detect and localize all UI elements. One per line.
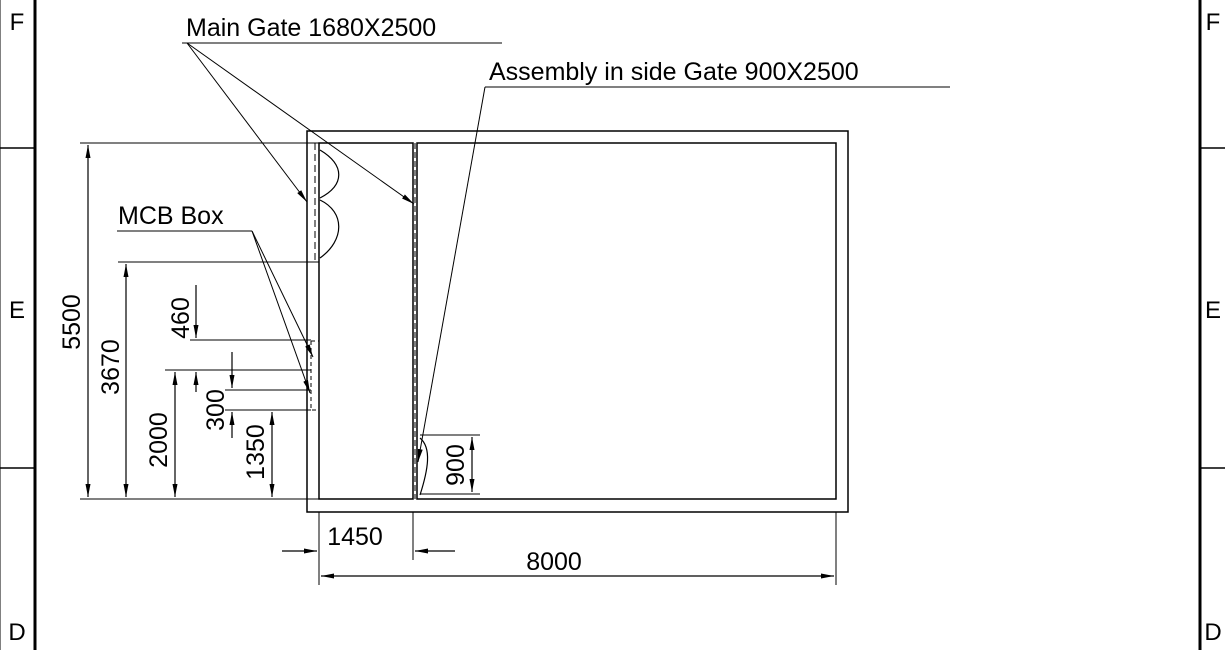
zone-label-left-d: D	[8, 619, 25, 646]
dim-1350: 1350	[242, 424, 270, 480]
zone-label-right-d: D	[1204, 619, 1221, 646]
leader-mcb-box	[117, 230, 314, 394]
main-gate-symbol	[314, 143, 340, 262]
zone-label-right-f: F	[1206, 9, 1221, 36]
dim-460: 460	[167, 297, 195, 339]
leader-inside-gate	[417, 86, 950, 463]
note-mcb-box: MCB Box	[118, 202, 224, 230]
dim-300: 300	[202, 389, 230, 431]
mcb-box-symbol	[310, 340, 319, 411]
dim-2000: 2000	[145, 412, 173, 468]
zone-label-left-e: E	[9, 297, 25, 324]
zone-label-right-e: E	[1205, 297, 1221, 324]
plan-outline	[306, 130, 849, 513]
dim-8000: 8000	[526, 548, 582, 576]
note-inside-gate: Assembly in side Gate 900X2500	[489, 58, 859, 86]
zone-label-left-f: F	[10, 9, 25, 36]
dim-5500: 5500	[58, 294, 86, 350]
dimension-lines	[85, 145, 834, 579]
leader-main-gate	[182, 42, 502, 205]
inside-gate-symbol	[419, 437, 429, 496]
dim-3670: 3670	[97, 339, 125, 395]
dim-900: 900	[442, 444, 470, 486]
note-main-gate: Main Gate 1680X2500	[186, 14, 436, 42]
dim-1450: 1450	[327, 523, 383, 551]
